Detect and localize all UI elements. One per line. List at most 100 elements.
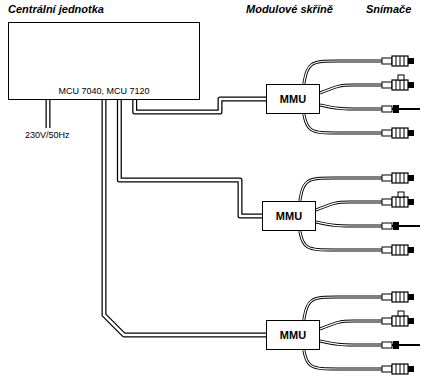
sensor-rib <box>400 128 401 138</box>
sensor-plug <box>382 106 392 112</box>
sensor-plug <box>382 175 392 181</box>
sensor-cable-core <box>304 297 382 320</box>
sensor-head <box>392 316 408 326</box>
sensor-tip <box>408 318 414 324</box>
sensor-rib <box>404 364 405 374</box>
sensor-cable-core <box>316 222 382 226</box>
sensor-head <box>392 173 408 183</box>
sensor-rib <box>396 245 397 255</box>
sensor-head <box>392 245 408 255</box>
column-heading: Snímače <box>366 3 411 15</box>
sensor-head <box>392 80 408 90</box>
sensor-nut <box>393 341 399 349</box>
cable-group <box>135 99 266 112</box>
sensor-cable <box>320 341 382 345</box>
sensor-cable-core <box>300 178 382 201</box>
sensor-cable-core <box>320 321 382 329</box>
sensor-rib <box>400 245 401 255</box>
sensor-rib <box>404 292 405 302</box>
sensor-rib <box>404 197 405 207</box>
column-heading: Modulové skříně <box>246 3 333 15</box>
sensor-plug <box>382 318 392 324</box>
sensor-rib <box>396 316 397 326</box>
sensor-cable-core <box>304 61 382 84</box>
sensor-rib <box>396 292 397 302</box>
sensor-cable <box>304 61 382 84</box>
sensor-rib <box>400 316 401 326</box>
sensor-plug <box>382 82 392 88</box>
cable-core <box>119 100 262 216</box>
sensor-plug <box>382 247 392 253</box>
sensor-tab <box>398 311 404 316</box>
sensor-tip <box>408 294 414 300</box>
cable-group <box>119 100 262 216</box>
sensor-cable-core <box>300 231 382 250</box>
sensor-head <box>392 128 408 138</box>
sensor-rib <box>396 80 397 90</box>
model-label: MCU 7040, MCU 7120 <box>9 86 199 96</box>
supply-label: 230V/50Hz <box>24 130 71 140</box>
module-name: MMU <box>280 329 306 341</box>
sensor-nut <box>393 222 399 230</box>
sensor-head <box>392 364 408 374</box>
sensor-cable-core <box>304 114 382 133</box>
module-name: MMU <box>276 210 302 222</box>
sensor-cable <box>300 178 382 201</box>
sensor-tip <box>408 199 414 205</box>
sensor-tip <box>408 175 414 181</box>
sensor-rib <box>400 80 401 90</box>
sensor-tip <box>408 58 414 64</box>
module-name: MMU <box>280 93 306 105</box>
sensor-cable <box>304 114 382 133</box>
sensor-tip <box>408 366 414 372</box>
sensor-cable <box>316 222 382 226</box>
sensor-rib <box>396 197 397 207</box>
central-unit-box: MCU 7040, MCU 7120 <box>8 22 200 100</box>
module-box: MMU <box>262 201 316 231</box>
sensor-cable <box>316 202 382 210</box>
sensor-plug <box>382 58 392 64</box>
sensor-cable <box>320 321 382 329</box>
sensor-plug <box>382 366 392 372</box>
sensor-rib <box>400 56 401 66</box>
power-cable-core <box>47 100 50 128</box>
sensor-plug <box>382 223 392 229</box>
sensor-cable <box>304 350 382 369</box>
power-cable <box>46 100 51 128</box>
sensor-rib <box>404 316 405 326</box>
sensor-tab <box>398 75 404 80</box>
module-box: MMU <box>266 320 320 350</box>
sensor-tip <box>408 247 414 253</box>
sensor-rib <box>404 173 405 183</box>
sensor-cable-core <box>320 85 382 93</box>
column-heading: Centrální jednotka <box>8 3 104 15</box>
sensor-rib <box>404 80 405 90</box>
sensor-rib <box>396 173 397 183</box>
sensor-plug <box>382 342 392 348</box>
sensor-head <box>392 292 408 302</box>
sensor-rib <box>404 128 405 138</box>
cable-core <box>135 99 266 112</box>
cable-group <box>104 100 266 335</box>
sensor-rib <box>400 292 401 302</box>
sensor-tip <box>408 130 414 136</box>
sensor-cable <box>320 85 382 93</box>
sensor-nut <box>393 105 399 113</box>
sensor-cable-core <box>320 105 382 109</box>
sensor-head <box>392 56 408 66</box>
sensor-cable <box>304 297 382 320</box>
sensor-rib <box>400 364 401 374</box>
sensor-rib <box>404 56 405 66</box>
sensor-rib <box>396 128 397 138</box>
sensor-cable <box>320 105 382 109</box>
cable <box>135 99 266 112</box>
sensor-plug <box>382 199 392 205</box>
sensor-cable-core <box>320 341 382 345</box>
sensor-cable-core <box>316 202 382 210</box>
sensor-tab <box>398 192 404 197</box>
sensor-head <box>392 197 408 207</box>
sensor-rib <box>404 245 405 255</box>
sensor-rib <box>396 56 397 66</box>
sensor-rib <box>400 173 401 183</box>
sensor-rib <box>400 197 401 207</box>
